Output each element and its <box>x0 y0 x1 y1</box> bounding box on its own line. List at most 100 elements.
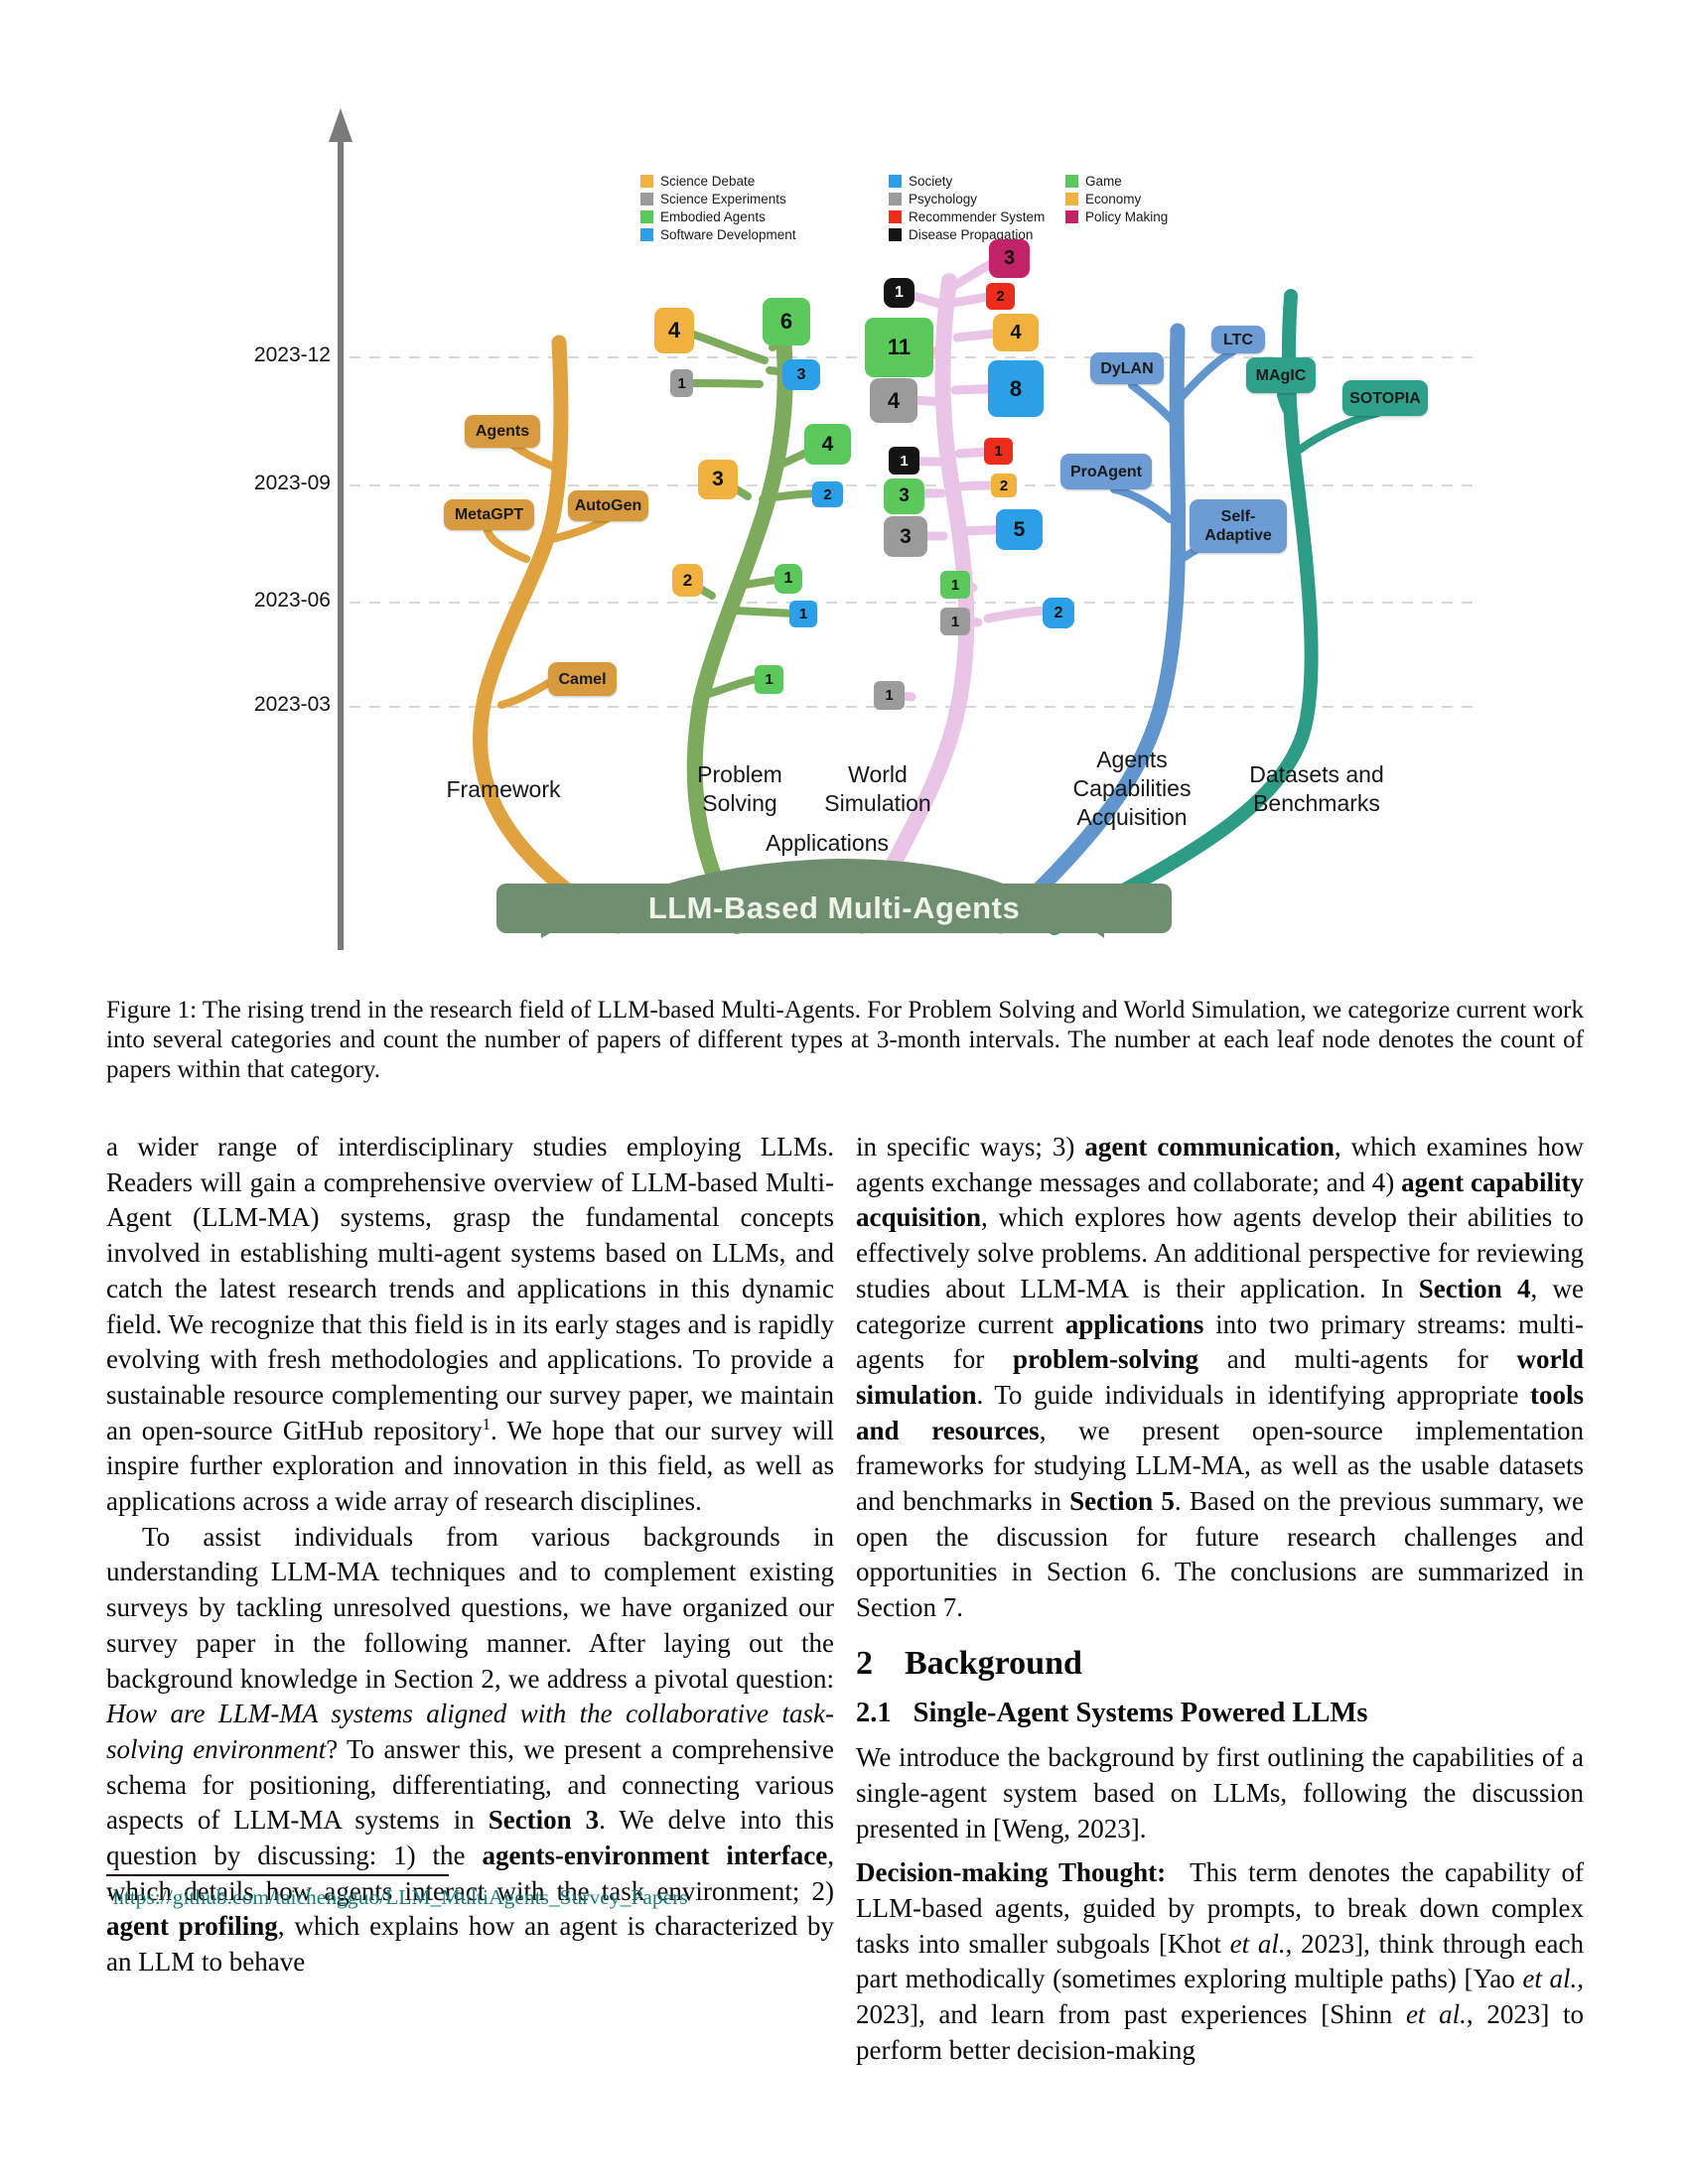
legend-label: Science Experiments <box>660 191 786 206</box>
legend-item: Psychology <box>889 190 1045 207</box>
text-run: a wider range of interdisciplinary studi… <box>106 1132 834 1445</box>
paragraph: Decision-making Thought: This term denot… <box>856 1855 1584 2068</box>
text-run: , which details how agents interact with… <box>106 1841 834 1906</box>
leaf-node: 6 <box>763 298 810 345</box>
figure-caption: Figure 1: The rising trend in the resear… <box>106 997 1584 1083</box>
axis-arrow-icon <box>329 108 352 142</box>
paragraph: To assist individuals from various backg… <box>106 1520 834 1980</box>
leaf-node: 1 <box>755 665 783 694</box>
leaf-node: 1 <box>670 369 693 397</box>
timeline-label: 2023-12 <box>253 343 331 366</box>
leaf-node: 4 <box>870 378 917 423</box>
text-run: , which examines how agents exchange mes… <box>856 1132 1584 1197</box>
branch-node-label: AutoGen <box>568 490 648 521</box>
legend-swatch-icon <box>640 192 653 205</box>
subsection-heading: 2.1 Single-Agent Systems Powered LLMs <box>856 1696 1584 1731</box>
section-number: 2 <box>856 1644 873 1682</box>
leaf-node: 3 <box>884 516 927 557</box>
legend-item: Embodied Agents <box>640 207 796 225</box>
branch-label: Framework <box>446 776 561 802</box>
leaf-node: 4 <box>804 424 851 465</box>
text-run: Decision-making Thought: <box>856 1857 1167 1888</box>
text-run: into two primary streams: multi-agents f… <box>856 1308 1584 1375</box>
legend-swatch-icon <box>640 174 653 188</box>
capabilities-acquisition-branch <box>993 323 1237 934</box>
leaf-node: 2 <box>991 474 1017 497</box>
text-run: in specific ways; 3) <box>856 1132 1085 1161</box>
text-run: Section 5 <box>1069 1486 1175 1517</box>
leaf-node: 3 <box>698 460 738 499</box>
legend-label: Game <box>1085 173 1122 189</box>
branch-node-label: Self- Adaptive <box>1190 499 1287 553</box>
leaf-node: 1 <box>884 278 914 308</box>
text-run: applications <box>1064 1308 1204 1339</box>
text-run: This term denotes the capability of LLM-… <box>856 1857 1585 1959</box>
text-run: . We hope that our survey will inspire f… <box>106 1415 834 1517</box>
subsection-title: Single-Agent Systems Powered LLMs <box>913 1697 1368 1728</box>
legend-label: Science Debate <box>660 173 756 189</box>
text-run: Section 4 <box>1418 1273 1531 1303</box>
legend-label: Policy Making <box>1085 208 1169 224</box>
legend-item: Policy Making <box>1065 207 1168 225</box>
footnote-rule <box>106 1874 449 1876</box>
figure-canvas-svg <box>329 108 1475 950</box>
legend-label: Embodied Agents <box>660 208 766 224</box>
text-run: . Based on the previous summary, we open… <box>856 1486 1584 1623</box>
paragraph: in specific ways; 3) agent communication… <box>856 1130 1584 1626</box>
github-repo-link[interactable]: https://github.com/taichengguo/LLM_Multi… <box>112 1885 688 1910</box>
paragraph: We introduce the background by first out… <box>856 1742 1584 1843</box>
paragraph: a wider range of interdisciplinary studi… <box>106 1130 834 1520</box>
leaf-node: 4 <box>993 314 1039 351</box>
leaf-node: 3 <box>782 359 820 390</box>
text-run: To assist individuals from various backg… <box>106 1521 834 1694</box>
text-run: Section 3 <box>488 1805 600 1836</box>
legend-label: Society <box>909 173 953 189</box>
legend-swatch-icon <box>1065 174 1078 188</box>
footnote: 1https://github.com/taichengguo/LLM_Mult… <box>106 1874 834 1910</box>
text-run: . To guide individuals in identifying ap… <box>976 1379 1530 1410</box>
legend-item: Disease Propagation <box>889 225 1045 243</box>
text-run: , which explains how an agent is charact… <box>106 1911 835 1978</box>
leaf-node: 2 <box>986 283 1015 310</box>
text-run: agent capability acquisition <box>856 1166 1584 1233</box>
branch-node-label: Camel <box>548 662 617 696</box>
text-run: , 2023], think through each part methodi… <box>856 1928 1584 1994</box>
legend-label: Psychology <box>909 191 978 206</box>
leaf-node: 1 <box>774 564 802 594</box>
legend-item: Economy <box>1065 190 1168 207</box>
leaf-node: 1 <box>940 571 970 599</box>
datasets-benchmarks-branch <box>1048 289 1382 935</box>
legend-swatch-icon <box>889 174 902 188</box>
text-run: agent profiling <box>106 1911 278 1942</box>
text-run: agent communication <box>1084 1132 1335 1161</box>
legend-item: Recommender System <box>889 207 1045 225</box>
footnote-text: 1https://github.com/taichengguo/LLM_Mult… <box>106 1885 834 1910</box>
legend-label: Economy <box>1085 191 1142 206</box>
legend-swatch-icon <box>640 227 653 241</box>
leaf-node: 8 <box>988 360 1044 417</box>
leaf-node: 5 <box>996 509 1043 550</box>
legend-item: Science Debate <box>640 172 796 190</box>
section-title: Background <box>905 1644 1082 1682</box>
subsection-number: 2.1 <box>856 1697 892 1728</box>
text-run: , 2023] to perform better decision-makin… <box>856 1999 1584 2065</box>
trunk-label: LLM-Based Multi-Agents <box>496 884 1172 933</box>
timeline-label: 2023-03 <box>253 693 331 716</box>
right-column: in specific ways; 3) agent communication… <box>856 1130 1584 2069</box>
legend-item: Society <box>889 172 1045 190</box>
text-run: world simulation <box>856 1344 1584 1410</box>
text-run: ? To answer this, we present a comprehen… <box>106 1733 835 1836</box>
text-run: . We delve into this question by discuss… <box>106 1805 834 1871</box>
leaf-node: 2 <box>812 481 843 507</box>
leaf-node: 1 <box>889 447 919 475</box>
text-run: problem-solving <box>1012 1344 1199 1375</box>
branch-label: World Simulation <box>824 761 931 816</box>
text-run: How are LLM-MA systems aligned with the … <box>106 1699 834 1764</box>
leaf-node: 11 <box>865 318 933 377</box>
legend-label: Software Development <box>660 226 796 242</box>
leaf-node: 3 <box>989 239 1030 278</box>
